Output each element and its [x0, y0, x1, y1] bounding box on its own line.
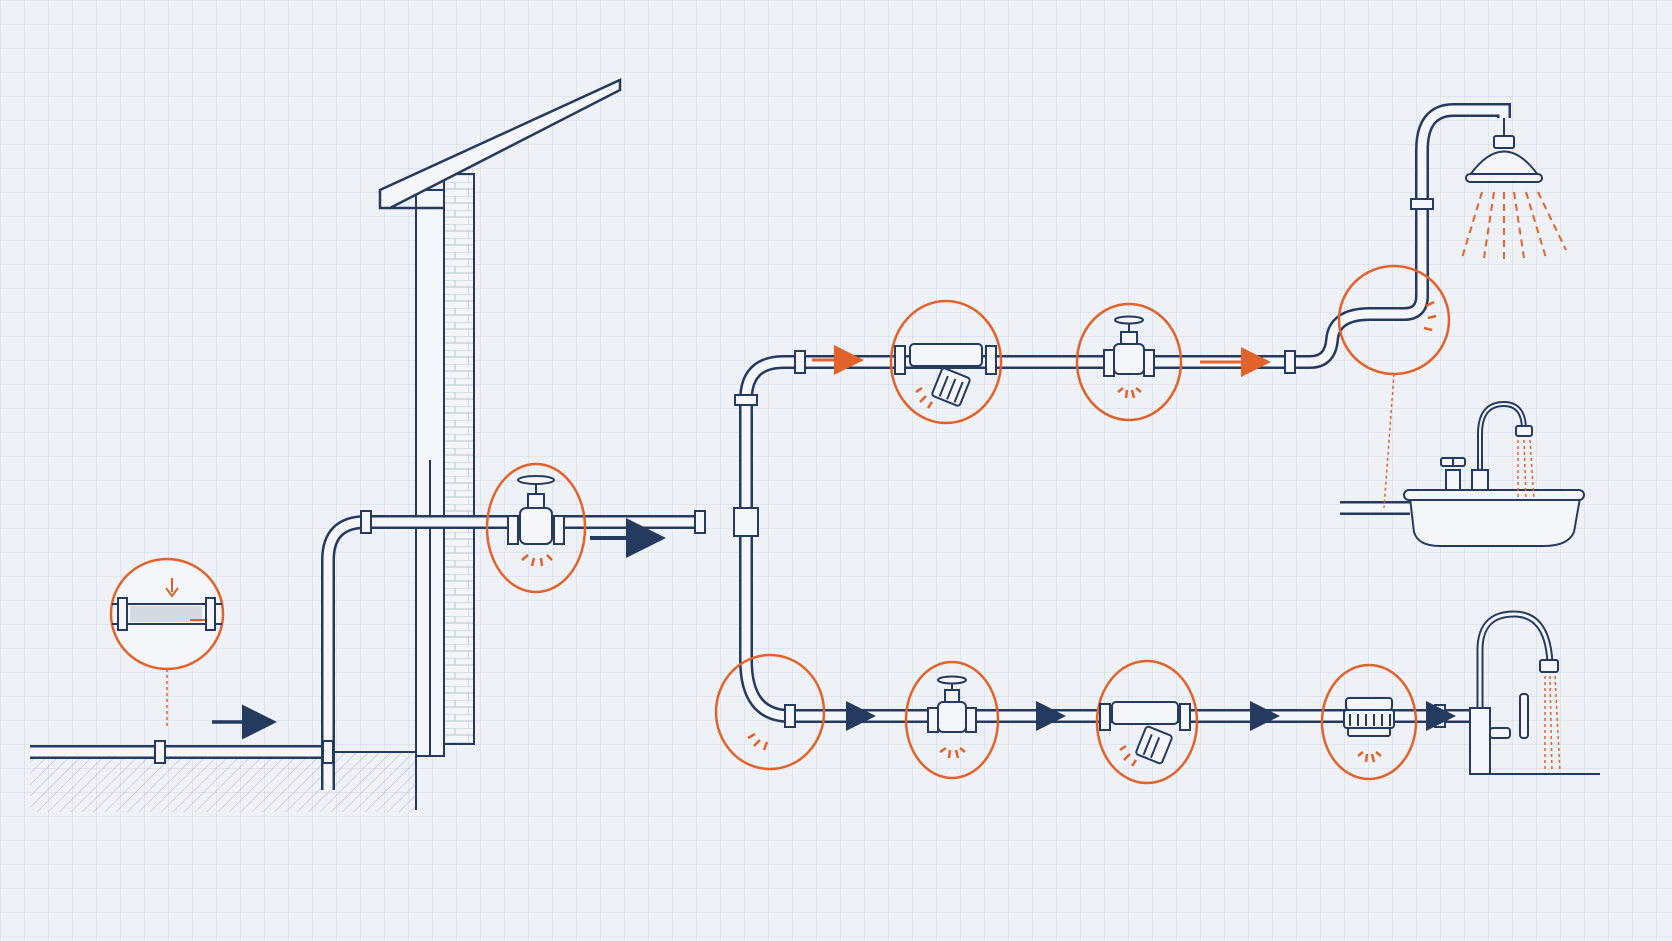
pipe-coupling: [784, 704, 796, 728]
pipe-segment-inner: [1290, 105, 1509, 367]
y-strainer-icon: [1099, 701, 1191, 765]
lower-valve-detail[interactable]: [904, 660, 1000, 780]
lower-strainer-detail[interactable]: [1095, 659, 1199, 785]
gate-valve-icon: [1103, 315, 1155, 377]
pipe-segment-inner: [741, 522, 1470, 721]
lower-elbow-detail[interactable]: [714, 653, 826, 771]
pipe-coupling: [322, 740, 334, 764]
upper-valve-detail[interactable]: [1075, 302, 1183, 422]
pipe-coupling: [1284, 350, 1296, 374]
pipe-coupling: [694, 510, 706, 534]
pipe-network: [30, 103, 1511, 790]
pipe-segment: [1290, 103, 1511, 369]
pipe-coupling: [360, 510, 372, 534]
pipe-coupling: [733, 507, 759, 537]
ground: [30, 751, 415, 812]
faucet-icon: [1469, 610, 1600, 775]
pipe-coupling: [794, 350, 806, 374]
y-strainer-icon: [894, 343, 997, 407]
aerator-detail[interactable]: [1320, 663, 1418, 781]
pipe-segment-inner: [741, 357, 1290, 522]
shower-head-icon: [1461, 118, 1567, 262]
pipe-segment-inner: [323, 517, 700, 790]
house-roof: [378, 78, 622, 210]
sink-icon: [1403, 400, 1585, 547]
upper-strainer-detail[interactable]: [889, 299, 1003, 425]
gate-valve-icon: [927, 675, 977, 733]
pipe-segment: [739, 522, 1470, 723]
house-wall: [415, 173, 475, 810]
pipe-segment: [321, 515, 700, 790]
corroded-pipe-icon: [112, 578, 222, 631]
aerator-icon: [1343, 697, 1395, 737]
pipe-coupling: [1410, 198, 1434, 210]
gate-valve-icon: [507, 475, 565, 545]
pipe-segment: [739, 355, 1290, 522]
pipe-coupling: [154, 740, 166, 764]
shower-elbow-detail[interactable]: [1337, 264, 1451, 509]
pipe-coupling: [734, 394, 758, 406]
flow-arrows: [212, 345, 1456, 740]
corroded-pipe-detail[interactable]: [109, 557, 225, 728]
main-shutoff-valve-detail[interactable]: [485, 462, 587, 594]
